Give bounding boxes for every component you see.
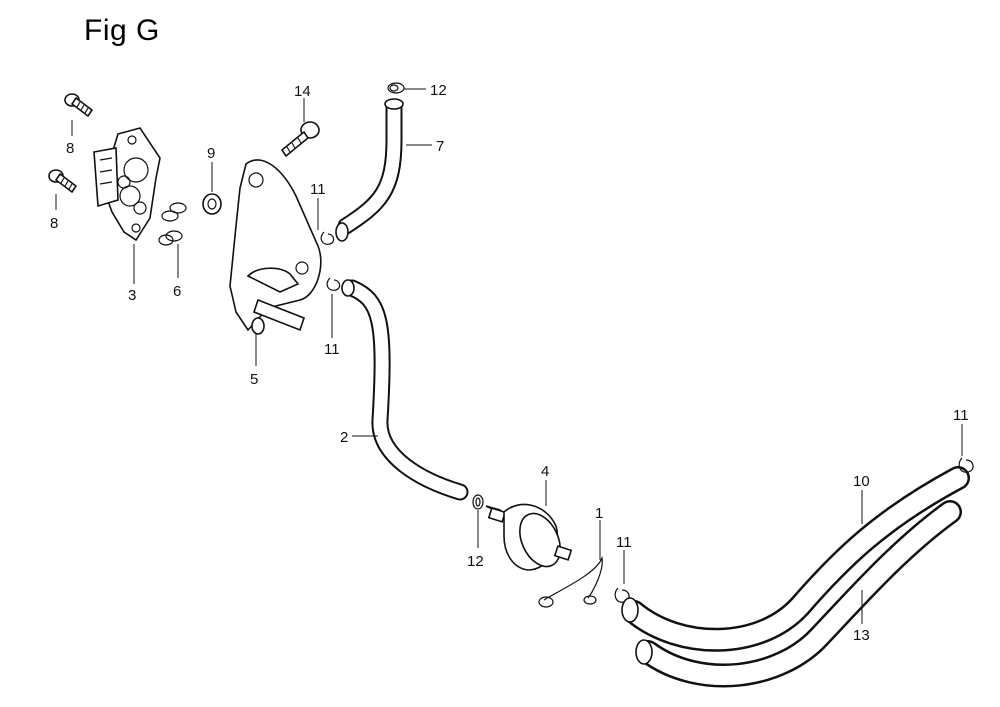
clamp-12-lower — [472, 494, 484, 510]
clamp-11-right — [958, 457, 974, 473]
callout-7: 7 — [436, 138, 444, 155]
bracket — [229, 159, 322, 335]
bolt-14 — [280, 121, 320, 158]
callout-14: 14 — [294, 83, 311, 100]
fuel-filter-4 — [485, 503, 573, 571]
callout-3: 3 — [128, 287, 136, 304]
callout-6: 6 — [173, 283, 181, 300]
clip-1 — [538, 555, 603, 608]
hose-7 — [335, 98, 404, 242]
callout-1: 1 — [595, 505, 603, 522]
callout-11-upper: 11 — [310, 181, 326, 198]
callout-labels: 8 8 3 6 9 14 12 7 11 11 5 2 4 12 1 11 10… — [50, 82, 969, 644]
clamp-12-top — [387, 82, 405, 94]
clamp-11-upper — [320, 231, 335, 245]
bolt-8-lower — [48, 169, 78, 194]
callout-4: 4 — [541, 463, 549, 480]
o-rings-6 — [158, 202, 187, 246]
callout-8-upper: 8 — [66, 140, 74, 157]
callout-9: 9 — [207, 145, 215, 162]
callout-8-lower: 8 — [50, 215, 58, 232]
callout-12-top: 12 — [430, 82, 447, 99]
callout-10: 10 — [853, 473, 870, 490]
callout-11-right: 11 — [953, 407, 969, 424]
hose-2 — [341, 279, 469, 501]
callout-2: 2 — [340, 429, 348, 446]
clamp-11-lower — [326, 277, 341, 291]
callout-11-lower: 11 — [324, 341, 340, 358]
leader-lines — [55, 88, 963, 624]
callout-13: 13 — [853, 627, 870, 644]
figure-title: Fig G — [84, 14, 160, 47]
nut-9 — [202, 193, 222, 215]
bolt-8-upper — [64, 93, 94, 118]
fuel-pump-3 — [93, 127, 161, 242]
callout-12-lower: 12 — [467, 553, 484, 570]
callout-11-mid: 11 — [616, 534, 632, 551]
hose-10 — [621, 466, 970, 652]
callout-5: 5 — [250, 371, 258, 388]
hose-13 — [635, 500, 962, 688]
